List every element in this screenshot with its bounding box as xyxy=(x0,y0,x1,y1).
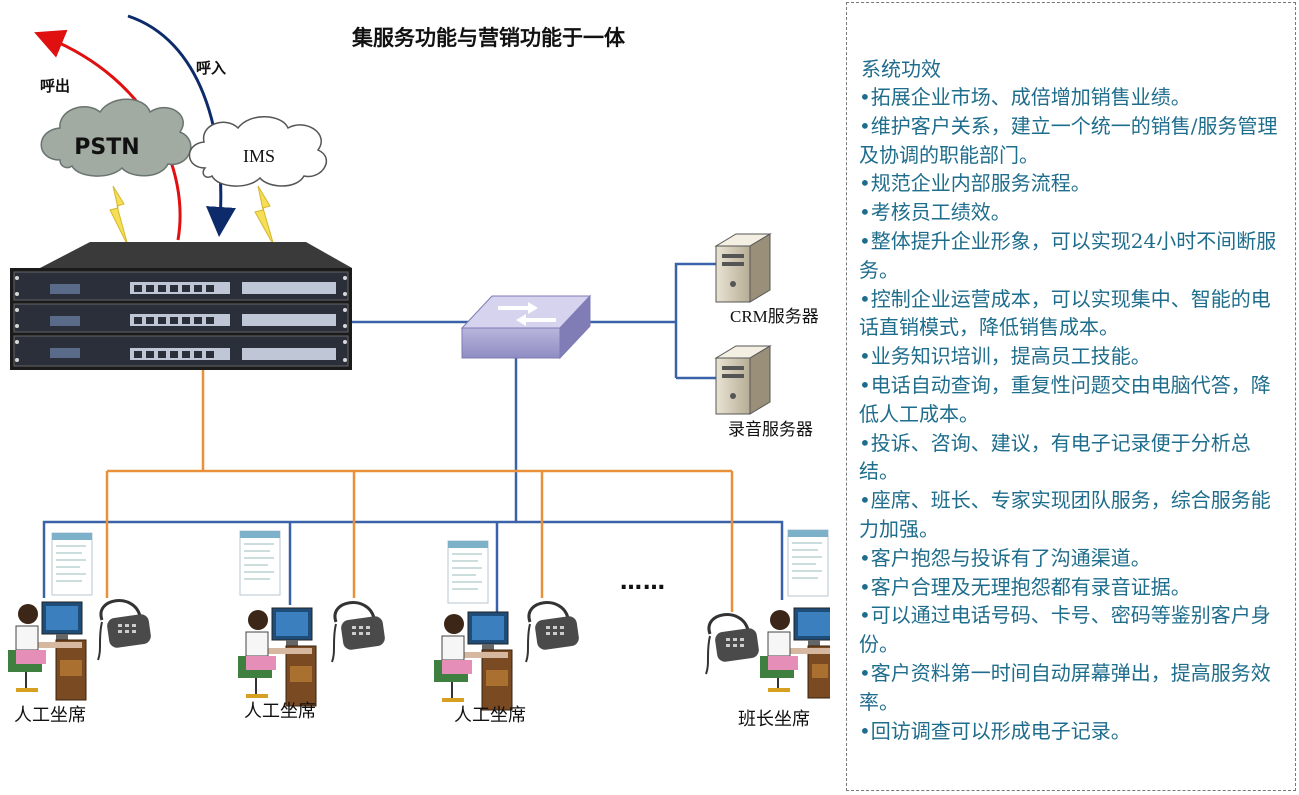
screen-popup-icon xyxy=(787,529,829,597)
benefit-item: •回访调查可以形成电子记录。 xyxy=(859,718,1131,743)
call-in-label: 呼入 xyxy=(196,59,227,77)
call-in-arrow xyxy=(127,14,236,237)
benefit-item: •可以通过电话号码、卡号、密码等鉴别客户身份。 xyxy=(859,603,1271,657)
lan-lines xyxy=(42,262,784,612)
benefit-item: •拓展企业市场、成倍增加销售业绩。 xyxy=(859,85,1191,109)
agent-label: 人工坐席 xyxy=(14,705,86,725)
network-diagram: PSTN IMS xyxy=(8,14,830,711)
agent-workstation-icon xyxy=(434,611,513,711)
benefit-item: •客户合理及无理抱怨都有录音证据。 xyxy=(859,574,1191,599)
diagram-title: 集服务功能与营销功能于一体 xyxy=(352,26,625,50)
supervisor-label: 班长坐席 xyxy=(738,709,810,729)
headset-phone-icon xyxy=(705,613,759,675)
benefit-item: •投诉、咨询、建议，有电子记录便于分析总结。 xyxy=(859,430,1251,484)
pstn-label: PSTN xyxy=(74,135,139,160)
ims-cloud: IMS xyxy=(188,116,328,187)
headset-phone-icon xyxy=(97,599,151,661)
panel-title: 系统功效 xyxy=(861,57,941,81)
agent-workstation-icon xyxy=(8,601,87,701)
benefit-item: •电话自动查询，重复性问题交由电脑代答，降低人工成本。 xyxy=(859,372,1271,426)
crm-server-label: CRM服务器 xyxy=(730,307,819,326)
agent-workstation-icon xyxy=(238,607,317,707)
benefit-item: •考核员工绩效。 xyxy=(859,200,1011,225)
ims-label: IMS xyxy=(243,146,275,166)
benefit-item: •客户资料第一时间自动屏幕弹出，提高服务效率。 xyxy=(859,660,1271,714)
screen-popup-icon xyxy=(447,540,489,604)
benefit-item: •业务知识培训，提高员工技能。 xyxy=(859,344,1151,369)
benefit-item: •规范企业内部服务流程。 xyxy=(859,171,1091,196)
headset-phone-icon xyxy=(525,601,579,663)
lightning-icon xyxy=(109,185,129,247)
screen-popup-icon xyxy=(51,532,93,596)
ellipsis: …… xyxy=(620,570,666,595)
crm-server-icon xyxy=(714,233,772,303)
ippbx-rack xyxy=(10,242,352,370)
agent-label: 人工坐席 xyxy=(244,701,316,721)
headset-phone-icon xyxy=(331,601,385,663)
benefit-item: •客户抱怨与投诉有了沟通渠道。 xyxy=(859,545,1151,570)
benefit-item: •座席、班长、专家实现团队服务，综合服务能力加强。 xyxy=(859,488,1271,541)
benefit-item: •整体提升企业形象，可以实现24小时不间断服务。 xyxy=(859,228,1277,282)
screen-popup-icon xyxy=(239,530,281,596)
benefit-item: •维护客户关系，建立一个统一的销售/服务管理及协调的职能部门。 xyxy=(859,113,1278,167)
network-switch xyxy=(460,294,592,360)
agent-label: 人工坐席 xyxy=(454,705,526,725)
recording-server-label: 录音服务器 xyxy=(728,420,813,439)
pstn-cloud: PSTN xyxy=(40,98,192,177)
benefit-item: •控制企业运营成本，可以实现集中、智能的电话直销模式，降低销售成本。 xyxy=(859,286,1271,340)
supervisor-workstation-icon xyxy=(760,607,830,699)
benefits-list: •拓展企业市场、成倍增加销售业绩。 •维护客户关系，建立一个统一的销售/服务管理… xyxy=(859,83,1289,745)
lightning-icon xyxy=(254,185,275,247)
recording-server-icon xyxy=(714,345,772,415)
benefits-panel: 系统功效 •拓展企业市场、成倍增加销售业绩。 •维护客户关系，建立一个统一的销售… xyxy=(846,2,1296,791)
phone-lines xyxy=(105,370,734,612)
call-out-label: 呼出 xyxy=(40,77,71,95)
